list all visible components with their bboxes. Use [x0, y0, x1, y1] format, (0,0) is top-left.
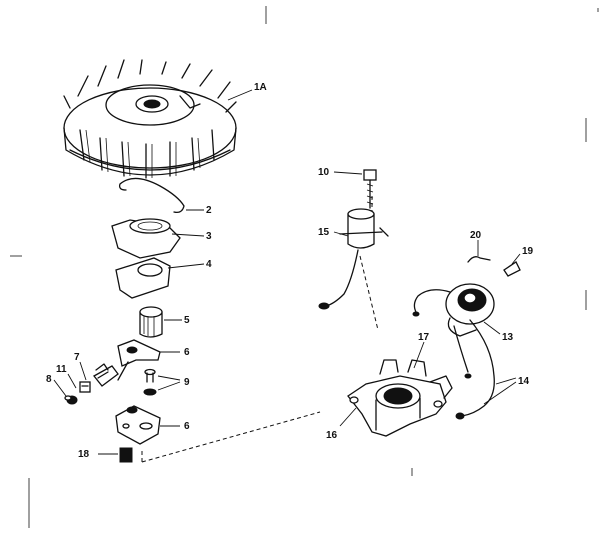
callout-4: 4 [206, 259, 212, 270]
leader-19 [511, 253, 521, 265]
leader-9a [157, 375, 181, 381]
callout-3: 3 [206, 231, 212, 242]
clip-part-19 [503, 261, 521, 277]
breaker-arm-part-6 [117, 339, 161, 381]
flywheel-part-1a [63, 59, 237, 179]
callout-13: 13 [502, 332, 514, 343]
callout-5: 5 [184, 315, 190, 326]
leader-10 [333, 171, 363, 175]
clip-part-18 [119, 447, 133, 463]
callout-16: 16 [326, 430, 338, 441]
leader-14b [483, 381, 517, 405]
callout-11: 11 [56, 364, 67, 375]
leader-13 [483, 321, 501, 335]
callout-10: 10 [318, 167, 330, 178]
callout-15: 15 [318, 227, 330, 238]
callout-17: 17 [418, 332, 430, 343]
leader-14a [495, 377, 517, 385]
gasket-part-4 [115, 257, 171, 299]
callout-14: 14 [518, 376, 530, 387]
leader-3 [171, 233, 205, 237]
bracket-housing-part-16-17 [347, 359, 453, 437]
leader-11 [67, 373, 77, 389]
callout-7: 7 [74, 352, 80, 363]
frame-marks [10, 6, 599, 528]
callout-8: 8 [46, 374, 52, 385]
leader-7 [79, 361, 87, 381]
callout-20: 20 [470, 230, 482, 241]
callout-1a: 1A [254, 82, 267, 93]
leader-1a [227, 89, 253, 101]
callout-18: 18 [78, 449, 90, 460]
leader-4 [167, 263, 205, 269]
screw-part-10 [363, 169, 377, 209]
leader-17 [413, 341, 425, 369]
leader-15 [333, 231, 349, 237]
lead-wires-part-14 [453, 319, 495, 420]
leader-8 [53, 379, 67, 397]
base-plate-part-6 [115, 405, 161, 445]
ignition-coil-part-13 [412, 283, 495, 337]
callout-19: 19 [522, 246, 534, 257]
condenser-part-15 [318, 208, 389, 310]
callout-6b: 6 [184, 421, 190, 432]
screws-part-9 [143, 368, 157, 396]
callout-9: 9 [184, 377, 190, 388]
terminal-parts-7-8-11 [64, 363, 119, 405]
cam-part-5 [139, 306, 163, 338]
callout-2: 2 [206, 205, 212, 216]
spring-clip-part-2 [118, 177, 185, 214]
callout-6a: 6 [184, 347, 190, 358]
wire-clip-part-20 [467, 256, 491, 263]
point-cover-part-3 [111, 218, 181, 259]
leader-9b [157, 381, 181, 391]
leader-16 [339, 407, 357, 427]
